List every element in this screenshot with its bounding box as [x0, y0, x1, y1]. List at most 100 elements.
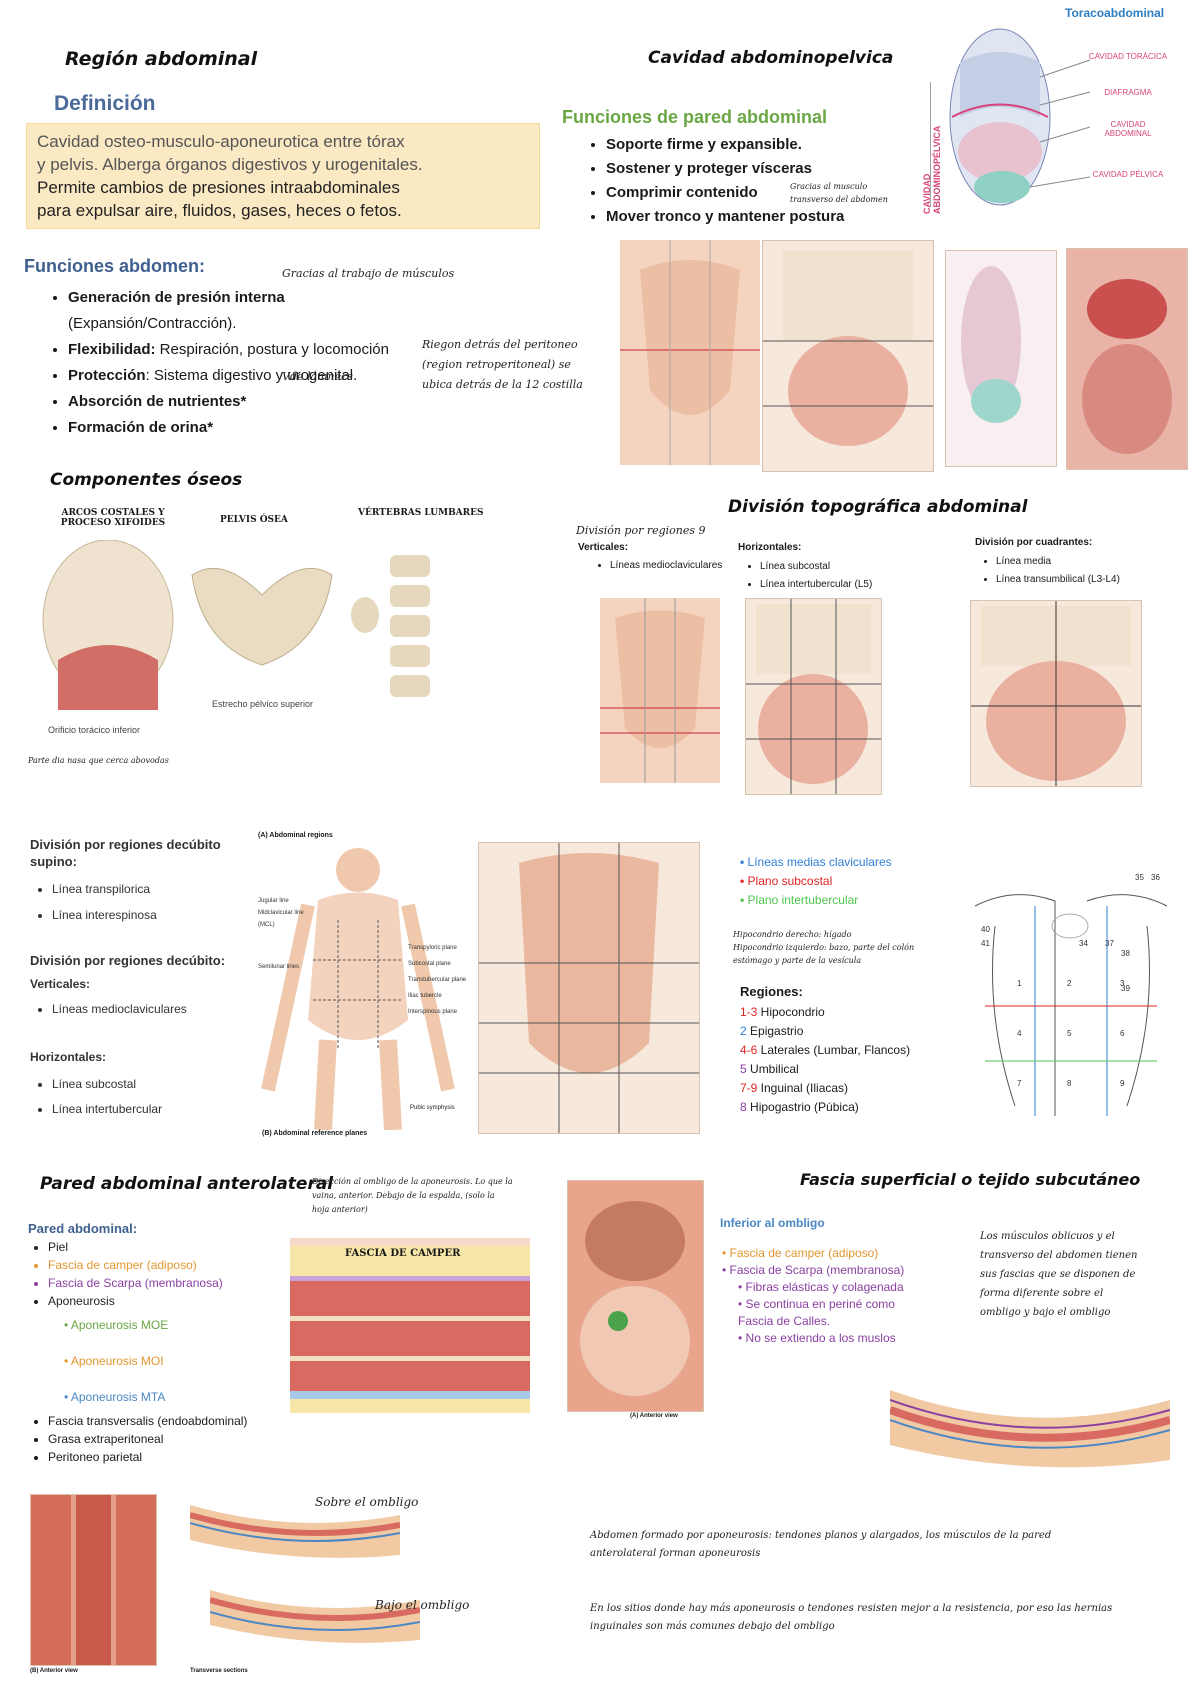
note-musculos: Gracias al trabajo de músculos	[282, 267, 455, 280]
list-item: Absorción de nutrientes*	[68, 389, 448, 415]
diagram-title: Toracoabdominal	[1065, 6, 1165, 20]
list-item: Fascia de camper (adiposo)	[48, 1256, 223, 1274]
fascia-section-image	[888, 1370, 1172, 1480]
legend-item: • Plano subcostal	[740, 874, 833, 888]
vertebrae-image	[350, 545, 460, 705]
pared-layers-list-2: Fascia transversalis (endoabdominal) Gra…	[28, 1412, 247, 1466]
funciones-heading: Funciones abdomen:	[24, 256, 206, 276]
regions-line-diagram: 1 2 3 4 5 6 7 8 9 35 36 34 37 38 39 40 4…	[955, 866, 1187, 1126]
list-item: Soporte firme y expansible.	[606, 133, 946, 157]
inferior-ombligo-label: Inferior al ombligo	[720, 1216, 825, 1230]
diag-num: 36	[1151, 873, 1160, 882]
title-componentes: Componentes óseos	[50, 470, 243, 490]
woman-figure-labels-left: Jugular line Midclavicular line (MCL) Se…	[258, 898, 304, 970]
diag-num: 5	[1067, 1029, 1072, 1038]
b-anterior-caption: (B) Anterior view	[30, 1668, 78, 1674]
list-item: 5 Umbilical	[740, 1062, 799, 1076]
pared-functions-list: Soporte firme y expansible. Sostener y p…	[586, 133, 946, 229]
cuadrantes-label: División por cuadrantes:	[975, 537, 1093, 548]
bajo-ombligo-note: Bajo el ombligo	[375, 1598, 470, 1612]
diag-num: 40	[981, 925, 990, 934]
decubito-title: División por regiones decúbito:	[30, 953, 226, 968]
verticales-label: Verticales:	[578, 542, 629, 553]
list-item: Formación de orina*	[68, 415, 448, 441]
horizontales-label-2: Horizontales:	[30, 1050, 107, 1064]
list-item: Línea subcostal	[52, 1072, 162, 1097]
quadrants-image	[970, 600, 1142, 787]
diagram-side-label: CAVIDAD ABDOMINOPÉLVICA	[922, 125, 942, 214]
list-item: Línea subcostal	[760, 558, 872, 576]
horizontales-list: Línea subcostal Línea intertubercular (L…	[740, 558, 872, 594]
list-item: 2 Epigastrio	[740, 1024, 804, 1038]
nine-regions-image	[745, 598, 882, 795]
regiones-list: 1-3 Hipocondrio 2 Epigastrio 4-6 Lateral…	[740, 1003, 910, 1117]
diag-num: 34	[1079, 939, 1088, 948]
fascia-items: • Fascia de camper (adiposo) • Fascia de…	[722, 1245, 904, 1347]
fascia-camper-label: FASCIA DE CAMPER	[345, 1248, 461, 1259]
cavity-diagram: Toracoabdominal CAVIDAD ABDOMINOPÉLVICA …	[922, 4, 1180, 214]
note-dia: Parte dia nasa que cerca abovodas	[28, 756, 169, 765]
list-item: Líneas medioclaviculares	[610, 558, 722, 574]
list-item: Generación de presión interna (Expansión…	[68, 285, 448, 337]
pared-layers-list: Piel Fascia de camper (adiposo) Fascia d…	[28, 1238, 223, 1310]
list-item: Peritoneo parietal	[48, 1448, 247, 1466]
def-line: y pelvis. Alberga órganos digestivos y u…	[37, 155, 423, 174]
note-retroperitoneo: Riegon detrás del peritoneo (region retr…	[422, 338, 583, 391]
definition-box: Cavidad osteo-musculo-aponeurotica entre…	[26, 123, 540, 229]
title-fascia-superficial: Fascia superficial o tejido subcutáneo	[800, 1170, 1141, 1189]
list-item: • Aponeurosis MOE	[64, 1318, 169, 1332]
sagittal-image	[1066, 248, 1188, 470]
planes-torso-image	[478, 842, 700, 1134]
diag-num: 4	[1017, 1029, 1022, 1038]
label-abdominal: CAVIDAD ABDOMINAL	[1104, 120, 1152, 138]
supino-list: Línea transpilorica Línea interespinosa	[32, 876, 157, 928]
list-item: Línea interespinosa	[52, 902, 157, 928]
fig-a-caption: (A) Abdominal regions	[258, 832, 333, 839]
funciones-pared-heading: Funciones de pared abdominal	[562, 107, 828, 127]
fig-b-caption: (B) Abdominal reference planes	[262, 1130, 368, 1137]
diag-num: 37	[1105, 939, 1114, 948]
aponeurosis-note: Abdomen formado por aponeurosis: tendone…	[590, 1530, 1052, 1559]
label-pelvica: CAVIDAD PÉLVICA	[1092, 170, 1164, 179]
abdominal-wall-layers-image: FASCIA DE CAMPER	[290, 1238, 530, 1413]
col-pelvis-label: PELVIS ÓSEA	[220, 515, 288, 525]
list-item: Comprimir contenido	[606, 181, 946, 205]
woman-figure-labels: Transpyloric plane Subcostal plane Trans…	[408, 945, 467, 1015]
legend-item: • Líneas medias claviculares	[740, 855, 892, 869]
diag-num: 35	[1135, 873, 1144, 882]
aponeurosis-list: • Aponeurosis MOE • Aponeurosis MOI • Ap…	[64, 1307, 168, 1415]
label-pubic: Pubic symphysis	[410, 1105, 455, 1111]
title-pared-anterolateral: Pared abdominal anterolateral	[40, 1174, 334, 1194]
verticales-label-2: Verticales:	[30, 977, 91, 991]
diag-num: 39	[1121, 984, 1130, 993]
diag-num: 6	[1120, 1029, 1125, 1038]
list-item: • Fascia de Scarpa (membranosa)	[722, 1263, 905, 1277]
list-item: Línea media	[996, 553, 1120, 571]
list-item: Sostener y proteger vísceras	[606, 157, 946, 181]
list-item: Aponeurosis	[48, 1292, 223, 1310]
diag-num: 8	[1067, 1079, 1072, 1088]
anterior-dissection-image	[567, 1180, 704, 1412]
col-vertebras-label: VÉRTEBRAS LUMBARES	[358, 508, 484, 518]
def-line: Cavidad osteo-musculo-aponeurotica entre…	[37, 132, 405, 151]
list-item: • No se extiendo a los muslos	[738, 1331, 896, 1345]
cavity-illustration	[930, 28, 1091, 207]
legend-item: • Plano intertubercular	[740, 893, 859, 907]
diag-num: 7	[1017, 1079, 1022, 1088]
cuadrantes-list: Línea media Línea transumbilical (L3-L4)	[976, 553, 1120, 589]
note-vaina: Dirección al ombligo de la aponeurosis. …	[312, 1177, 513, 1214]
list-item: • Aponeurosis MTA	[64, 1390, 166, 1404]
diag-num: 41	[981, 939, 990, 948]
diag-num: 9	[1120, 1079, 1125, 1088]
list-item: • Fibras elásticas y colagenada	[738, 1280, 904, 1294]
hernias-note: En los sitios donde hay más aponeurosis …	[590, 1603, 1113, 1632]
section-above-navel-image	[189, 1495, 401, 1565]
diag-num: 2	[1067, 979, 1072, 988]
horizontales-list-2: Línea subcostal Línea intertubercular	[32, 1072, 162, 1122]
abs-muscle-image	[30, 1494, 157, 1666]
section-below-navel-image	[209, 1580, 421, 1650]
label-diafragma: DIAFRAGMA	[1104, 88, 1152, 97]
list-item: Línea intertubercular (L5)	[760, 576, 872, 594]
